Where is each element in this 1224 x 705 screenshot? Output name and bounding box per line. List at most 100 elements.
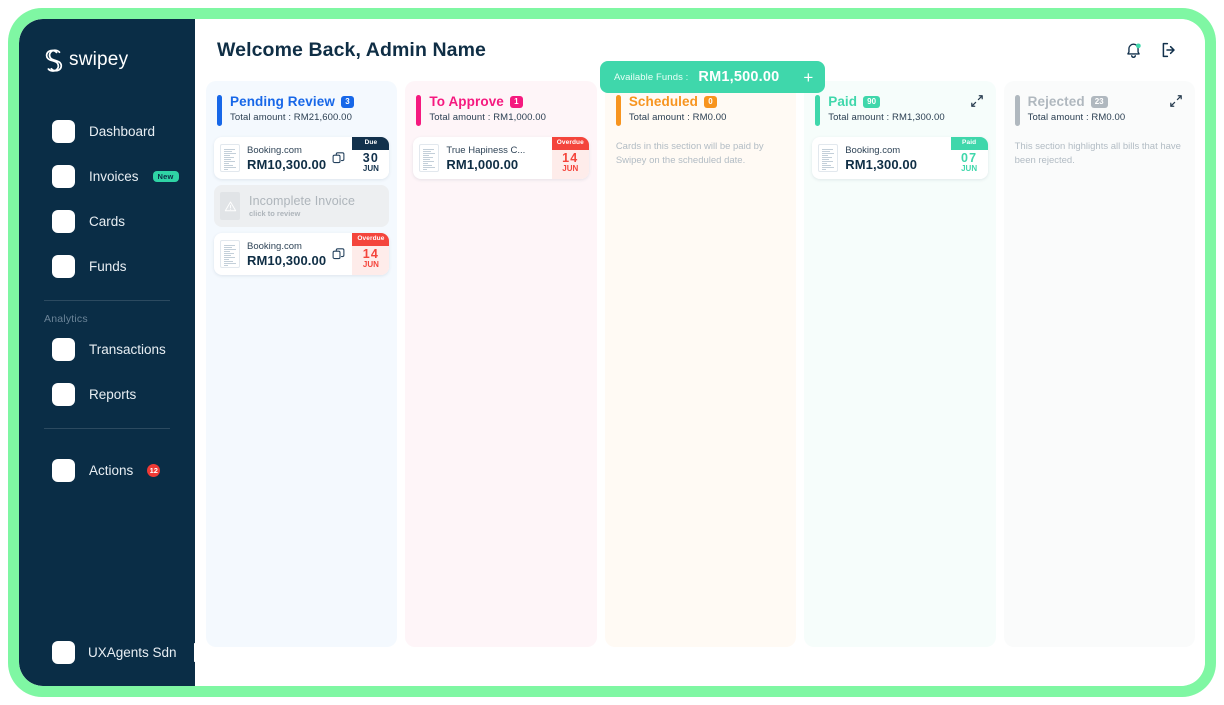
bill-vendor-name: True Hapiness C... bbox=[446, 144, 526, 156]
sidebar-item-label-dashboard: Dashboard bbox=[89, 124, 156, 139]
sidebar-item-funds[interactable]: Funds bbox=[19, 250, 195, 283]
bill-due-day: 30 bbox=[362, 150, 380, 165]
column-count-badge: 23 bbox=[1090, 95, 1108, 108]
bill-due-month: JUN bbox=[961, 164, 978, 173]
topbar: Welcome Back, Admin Name bbox=[195, 19, 1205, 81]
column-title-row: To Approve 1 bbox=[429, 94, 586, 109]
column-count-badge: 1 bbox=[509, 95, 523, 108]
bill-due-day: 14 bbox=[362, 246, 380, 261]
bill-amount: RM1,000.00 bbox=[446, 156, 519, 172]
expand-diagonal-icon[interactable] bbox=[1169, 94, 1183, 108]
warning-triangle-icon bbox=[220, 192, 240, 220]
column-empty-message: Cards in this section will be paid by Sw… bbox=[615, 141, 764, 166]
column-accent-bar bbox=[416, 95, 422, 126]
incomplete-invoice-subtitle: click to review bbox=[249, 209, 301, 218]
page-title: Welcome Back, Admin Name bbox=[217, 38, 486, 61]
bell-icon[interactable] bbox=[1121, 38, 1145, 62]
main-area: Welcome Back, Admin Name bbox=[195, 19, 1205, 686]
duplicate-icon[interactable] bbox=[332, 151, 345, 165]
bill-vendor-name: Booking.com bbox=[247, 240, 302, 252]
invoices-new-badge: New bbox=[152, 170, 179, 183]
sidebar-org-switcher[interactable]: UXAgents Sdn bbox=[19, 641, 195, 664]
brand-logo[interactable]: swipey bbox=[19, 37, 195, 77]
column-total-amount: Total amount : RM1,300.00 bbox=[828, 112, 945, 123]
bill-status-tag: Paid bbox=[950, 137, 988, 150]
column-total-amount: Total amount : RM21,600.00 bbox=[230, 112, 352, 123]
sidebar-item-invoices[interactable]: Invoices New bbox=[19, 160, 195, 193]
sidebar-item-label-funds: Funds bbox=[89, 259, 127, 274]
sidebar-item-label-reports: Reports bbox=[89, 387, 137, 402]
sidebar-section-analytics: Analytics bbox=[44, 313, 88, 325]
available-funds-pill[interactable]: Available Funds : RM1,500.00 + bbox=[600, 61, 826, 93]
brand-name: swipey bbox=[69, 49, 129, 70]
invoice-thumbnail bbox=[818, 144, 839, 172]
sidebar-item-dashboard[interactable]: Dashboard bbox=[19, 115, 195, 148]
topbar-actions bbox=[1121, 38, 1181, 62]
available-funds-amount: RM1,500.00 bbox=[698, 69, 780, 85]
bill-amount: RM10,300.00 bbox=[247, 252, 327, 268]
sidebar-item-reports[interactable]: Reports bbox=[19, 378, 195, 411]
bill-vendor-name: Booking.com bbox=[247, 144, 302, 156]
logout-icon[interactable] bbox=[1157, 38, 1181, 62]
sidebar-item-transactions[interactable]: Transactions bbox=[19, 333, 195, 366]
column-title-row: Scheduled 0 bbox=[629, 94, 786, 109]
bill-due-day: 14 bbox=[562, 150, 579, 165]
column-title: Scheduled bbox=[628, 94, 698, 109]
column-title: Rejected bbox=[1027, 94, 1085, 109]
available-funds-label: Available Funds : bbox=[614, 71, 689, 83]
swipey-logo-icon bbox=[43, 48, 65, 72]
sidebar-item-label-actions: Actions bbox=[89, 463, 134, 478]
column-accent-bar bbox=[217, 95, 222, 126]
app-shell: swipey Dashboard Invoices New Cards bbox=[19, 19, 1205, 686]
expand-diagonal-icon[interactable] bbox=[970, 94, 984, 108]
plus-icon[interactable]: + bbox=[803, 67, 814, 87]
dashboard-icon bbox=[52, 120, 75, 143]
duplicate-icon[interactable] bbox=[332, 247, 345, 261]
invoice-thumbnail bbox=[220, 240, 240, 268]
column-count-badge: 0 bbox=[703, 95, 717, 108]
app-green-frame: swipey Dashboard Invoices New Cards bbox=[8, 8, 1216, 697]
column-title: Paid bbox=[828, 94, 858, 109]
column-empty-message: This section highlights all bills that h… bbox=[1014, 141, 1181, 166]
bill-card-body: True Hapiness C...RM1,000.00 bbox=[439, 145, 551, 172]
column-title: To Approve bbox=[429, 94, 504, 109]
reports-icon bbox=[52, 383, 75, 406]
bill-due-month: JUN bbox=[362, 164, 379, 173]
org-avatar-icon bbox=[52, 641, 75, 664]
cards-icon bbox=[52, 210, 75, 233]
sidebar-item-cards[interactable]: Cards bbox=[19, 205, 195, 238]
org-name-label: UXAgents Sdn bbox=[88, 645, 177, 660]
sidebar-nav: Dashboard Invoices New Cards Funds Analy… bbox=[19, 115, 195, 487]
column-total-amount: Total amount : RM0.00 bbox=[628, 112, 727, 123]
sidebar-item-actions[interactable]: Actions 12 bbox=[19, 454, 195, 487]
invoice-thumbnail bbox=[419, 144, 440, 172]
bill-due-day: 07 bbox=[960, 150, 978, 165]
org-switch-icon[interactable] bbox=[193, 643, 195, 662]
invoices-icon bbox=[52, 165, 75, 188]
column-title: Pending Review bbox=[230, 94, 335, 109]
actions-icon bbox=[52, 459, 75, 482]
